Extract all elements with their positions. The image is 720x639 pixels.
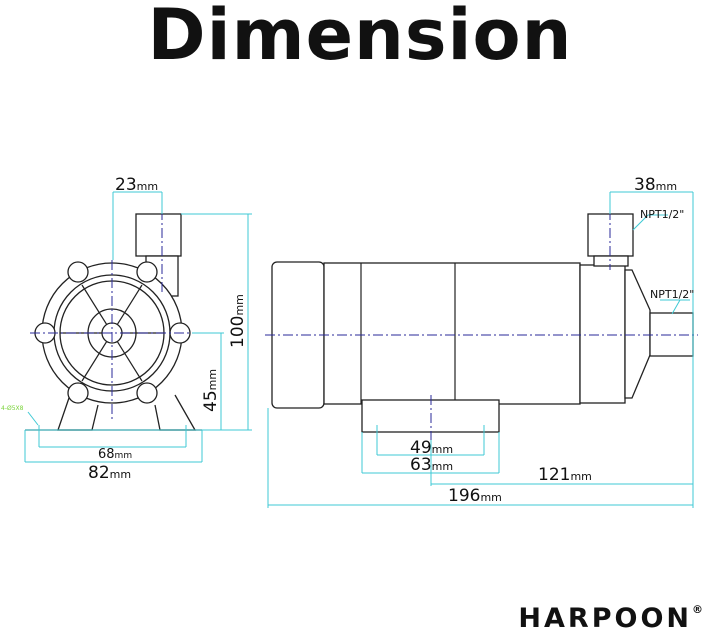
outlet-pipe: [135, 213, 182, 257]
svg-text:196mm: 196mm: [448, 486, 502, 506]
side-view: 38mm NPT1/2" NPT1/2" 49mm 63mm 121mm 196…: [265, 175, 698, 508]
svg-text:100mm: 100mm: [228, 294, 248, 348]
motor-body: [323, 262, 581, 405]
svg-text:82mm: 82mm: [88, 463, 131, 483]
page-title: Dimension: [147, 0, 573, 76]
front-port-label: NPT1/2": [650, 288, 694, 301]
svg-text:45mm: 45mm: [201, 369, 221, 412]
svg-text:121mm: 121mm: [538, 465, 592, 485]
top-port-label: NPT1/2": [640, 208, 684, 221]
svg-text:63mm: 63mm: [410, 455, 453, 475]
svg-text:49mm: 49mm: [410, 438, 453, 458]
svg-text:23mm: 23mm: [115, 175, 158, 195]
svg-text:38mm: 38mm: [634, 175, 677, 195]
volute: [624, 269, 651, 399]
svg-text:68mm: 68mm: [98, 447, 132, 462]
bolts: [34, 261, 191, 404]
hole-note: 4-Ø5X8: [1, 405, 24, 412]
pump-head: [579, 264, 626, 404]
brand-logo: HARPOON®: [518, 603, 706, 634]
foot-right: [154, 394, 197, 431]
front-view: 23mm 100mm 45mm 68mm 82mm 4-Ø5X8: [1, 175, 252, 483]
